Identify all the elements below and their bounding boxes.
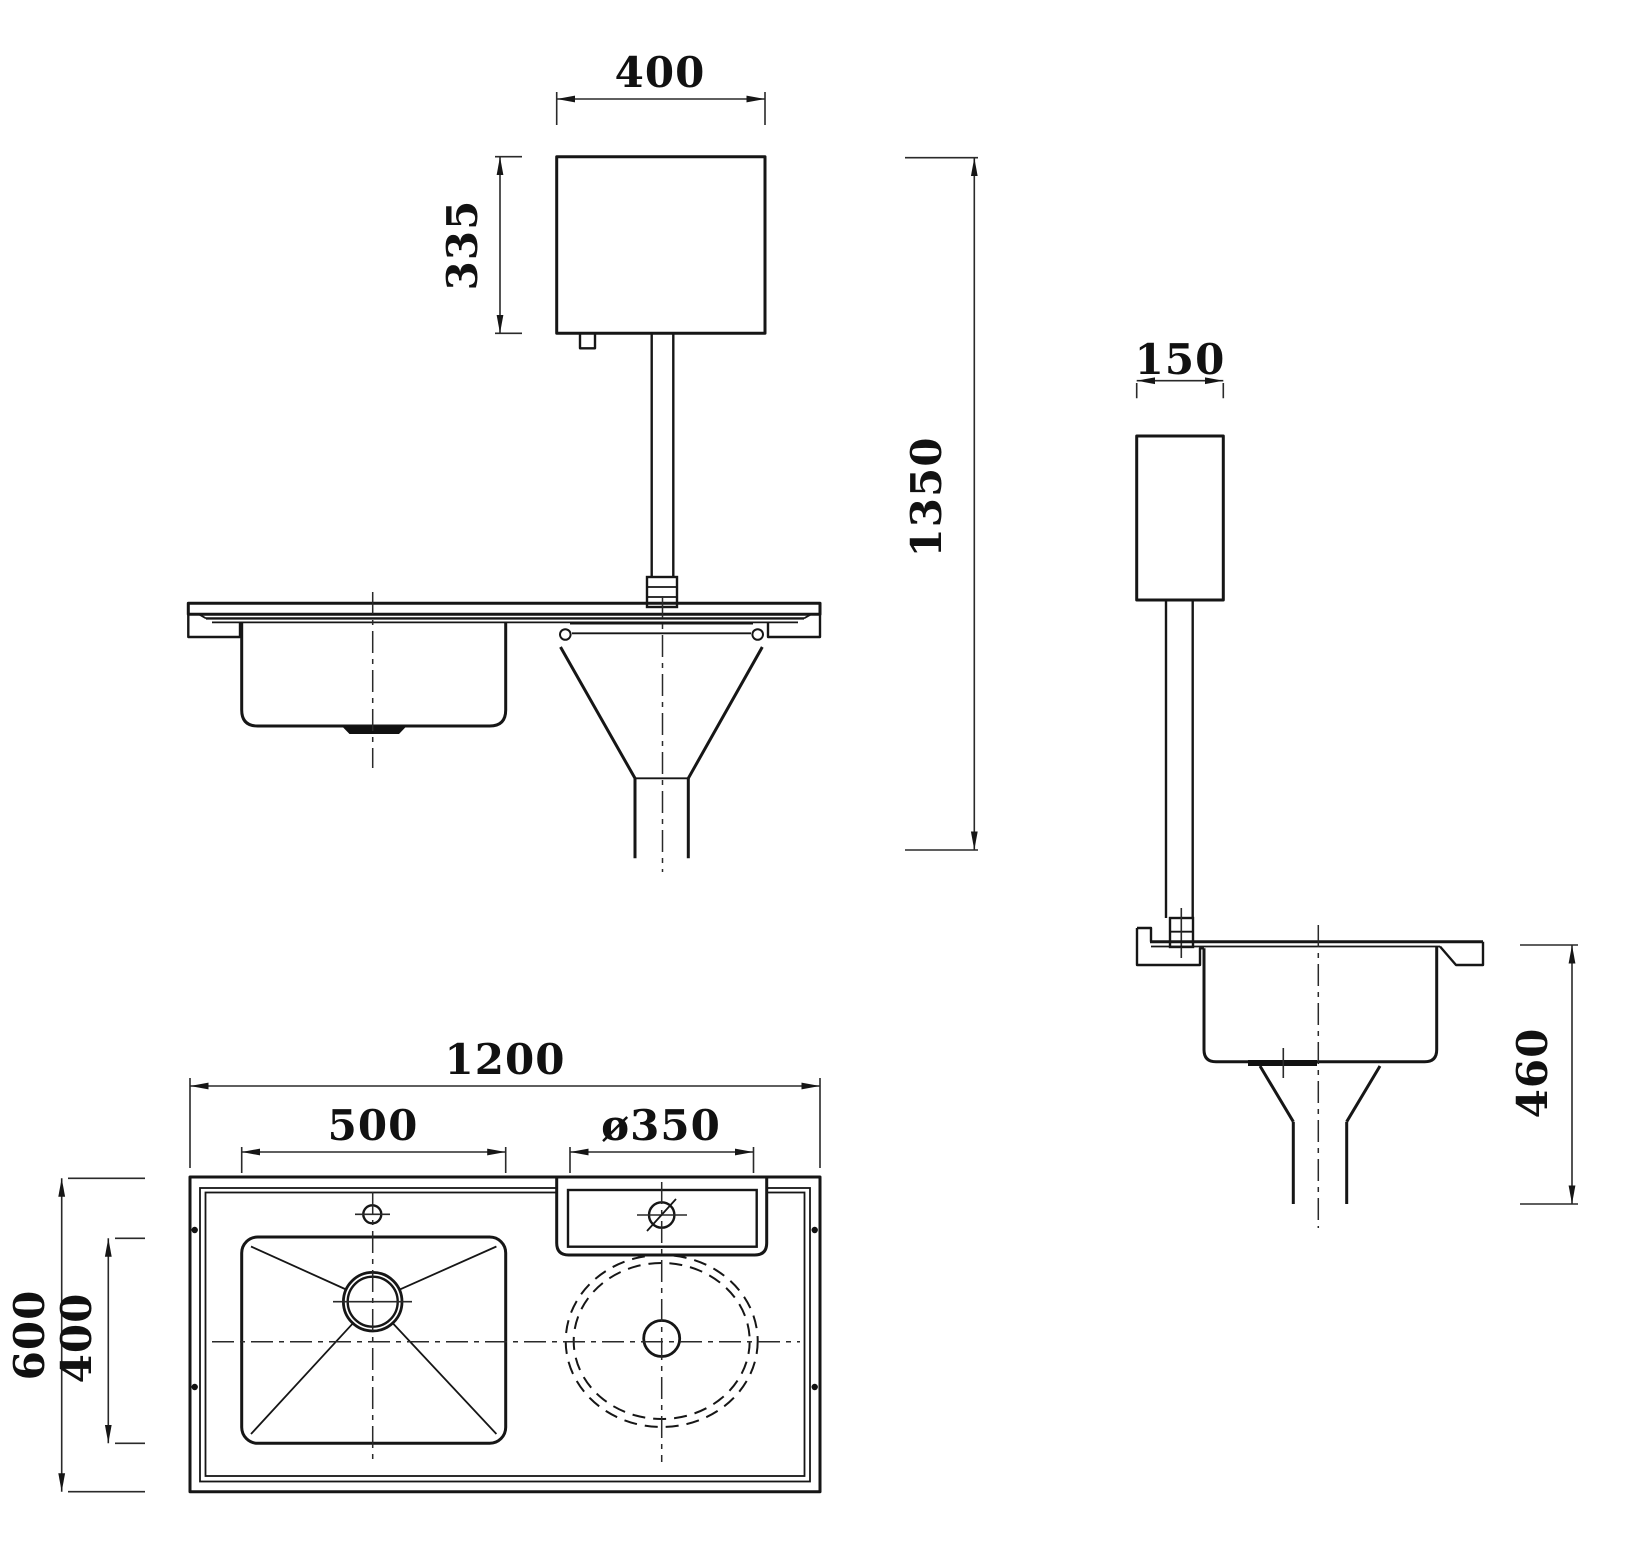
hopper-rim-roll-left [559,628,572,641]
waste-pipe-front [633,778,690,859]
dim-sink-bowl-depth: 400 [52,1237,145,1445]
dim-label-150: 150 [1135,335,1226,384]
worktop-front [186,601,822,639]
dim-overall-depth: 600 [5,1177,145,1493]
dim-label-335: 335 [438,200,487,291]
cistern-lever-tab [578,333,597,350]
worktop-side [1135,926,1485,967]
dim-cistern-depth: 150 [1135,335,1226,399]
cistern-side [1135,434,1225,602]
funnel-cone-side [1258,1065,1382,1123]
plan-inner-border [199,1187,811,1483]
hopper-funnel-front [559,596,765,872]
worktop-right-bracket [766,614,822,639]
cistern-front [555,155,767,335]
flush-pipe-side [1164,600,1195,958]
worktop-front-lip [1439,941,1485,967]
dim-overall-width: 1200 [189,1035,821,1168]
worktop-back-upstand [1137,926,1153,942]
dim-overall-height: 1350 [902,156,978,851]
waste-pipe-side [1291,1121,1349,1204]
dim-label-1350: 1350 [902,437,951,558]
dim-label-350: ø350 [601,1101,721,1150]
front-elevation-view: 400 335 1350 [186,48,978,872]
plan-view: 1200 500 ø350 600 400 [5,1035,822,1494]
hopper-rim-roll-right [751,628,765,641]
sink-bowl-front [240,622,508,728]
sink-drain-front [341,726,407,734]
plan-inner-border-2 [204,1191,806,1477]
plan-outline [188,1175,822,1494]
sink-bowl-plan [240,1235,508,1445]
dim-sink-bowl-width: 500 [240,1101,507,1173]
dim-cistern-height: 335 [438,155,522,335]
dim-outlet-drop: 460 [1508,944,1578,1205]
dim-label-1200: 1200 [445,1035,566,1084]
bowl-side [1202,946,1439,1064]
bowl-fold-lines [250,1245,498,1435]
flush-pipe-front [645,333,679,609]
dim-label-500: 500 [328,1101,419,1150]
fixing-holes [191,1226,818,1391]
dim-label-460: 460 [1508,1028,1557,1119]
dim-hopper-diameter: ø350 [569,1101,755,1173]
dim-label-400-plan: 400 [52,1293,101,1384]
side-elevation-view: 150 460 [1135,335,1578,1228]
dim-cistern-width: 400 [555,48,766,125]
worktop-left-bracket [187,614,242,639]
dim-label-400: 400 [615,48,706,97]
dim-label-600: 600 [5,1290,54,1381]
